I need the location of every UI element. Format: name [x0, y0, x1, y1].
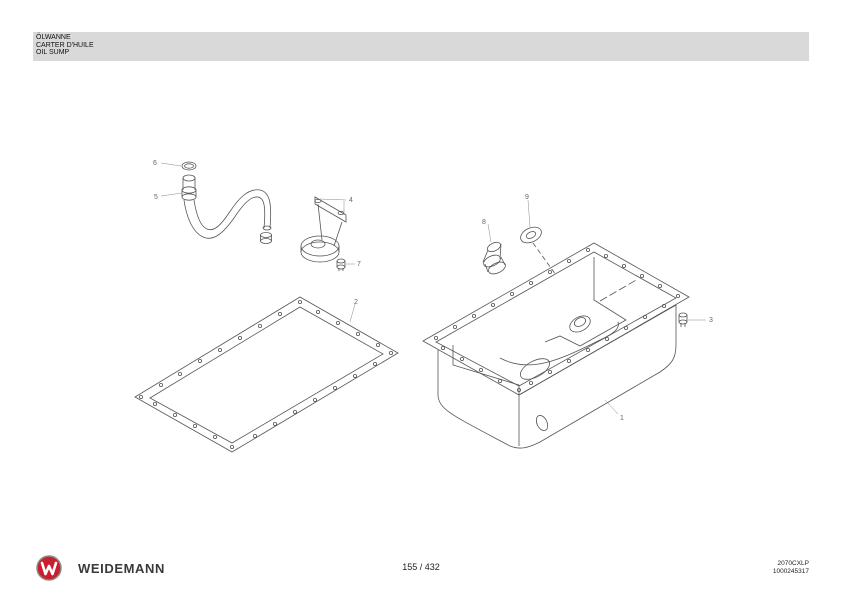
part-3-sump-bolt — [678, 312, 688, 327]
model-info: 2070CXLP 1000245317 — [773, 560, 809, 576]
title-english: OIL SUMP — [36, 49, 70, 56]
part-2-gasket — [134, 296, 399, 453]
title-german: ÖLWANNE — [36, 34, 71, 41]
part-1-oil-sump — [422, 242, 690, 449]
leader-lines — [160, 162, 706, 415]
part-7-bolt — [336, 258, 346, 271]
callout-2: 2 — [354, 299, 358, 306]
callout-3: 3 — [709, 317, 713, 324]
model-code: 2070CXLP — [777, 560, 809, 567]
callout-6: 6 — [153, 160, 157, 167]
callout-9: 9 — [525, 194, 529, 201]
callout-7: 7 — [357, 261, 361, 268]
callout-4: 4 — [349, 197, 353, 204]
callout-5: 5 — [154, 194, 158, 201]
weidemann-logo-icon — [36, 555, 62, 581]
part-5-suction-pipe — [181, 174, 272, 244]
part-4-strainer-bracket — [300, 196, 347, 263]
callout-1: 1 — [620, 415, 624, 422]
gasket-holes — [138, 299, 393, 449]
header-bar: ÖLWANNE CARTER D'HUILE OIL SUMP — [33, 32, 809, 61]
part-number: 1000245317 — [772, 568, 809, 575]
callout-8: 8 — [482, 219, 486, 226]
page-number: 155 / 432 — [402, 562, 440, 572]
title-french: CARTER D'HUILE — [36, 41, 94, 49]
part-9-sealing-washer — [520, 226, 557, 276]
part-6-o-ring — [181, 161, 197, 171]
sump-flange-holes — [433, 247, 681, 392]
brand-name: WEIDEMANN — [78, 561, 166, 576]
part-8-drain-plug — [482, 241, 506, 275]
